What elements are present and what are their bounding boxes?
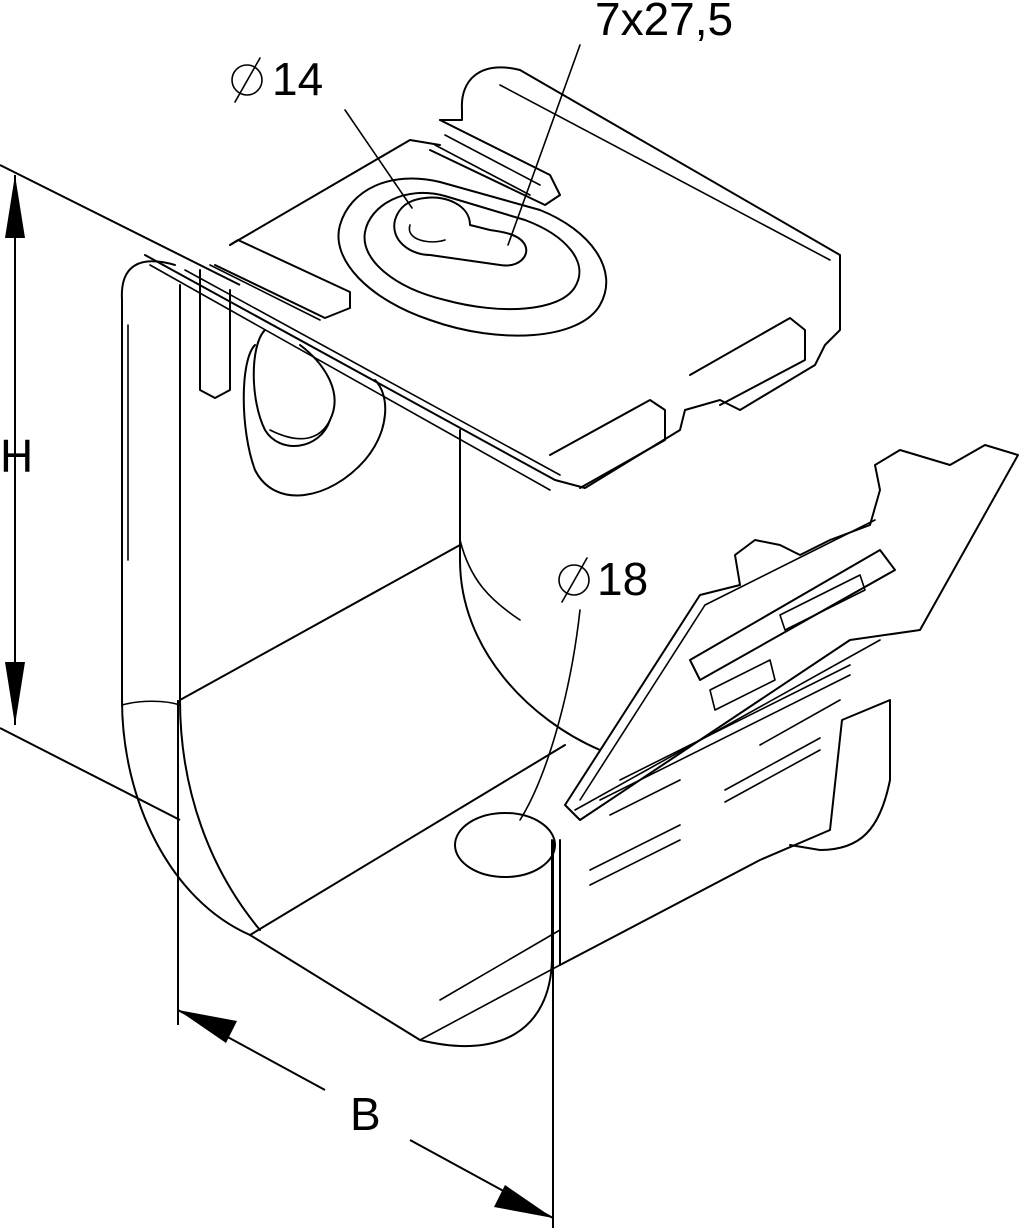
hinged-tab: [559, 444, 1019, 966]
top-hole-label: 14: [231, 53, 323, 105]
bottom-hole-label: 18: [558, 553, 648, 605]
slot-label: 7x27,5: [595, 0, 733, 45]
keyhole-ring: [337, 177, 608, 337]
height-arrow-top: [5, 175, 25, 238]
width-label: B: [350, 1088, 381, 1140]
top-plate: [144, 66, 841, 491]
bottom-hole: [454, 812, 556, 878]
diameter-icon: [231, 57, 263, 103]
diameter-icon: [558, 557, 590, 603]
height-arrow-bottom: [5, 662, 25, 725]
height-dimension: H: [0, 164, 241, 821]
top-hole-dimension-text: 14: [272, 53, 323, 105]
keyhole-slot: [393, 196, 528, 267]
leader-lines: [344, 44, 581, 821]
height-label: H: [0, 430, 33, 482]
width-arrow-right: [494, 1185, 553, 1218]
width-arrow-left: [178, 1010, 237, 1043]
slot-dimension-text: 7x27,5: [595, 0, 733, 45]
bottom-hole-dimension-text: 18: [597, 553, 648, 605]
width-dimension: B: [177, 700, 554, 1228]
bracket-body: [120, 260, 601, 1048]
